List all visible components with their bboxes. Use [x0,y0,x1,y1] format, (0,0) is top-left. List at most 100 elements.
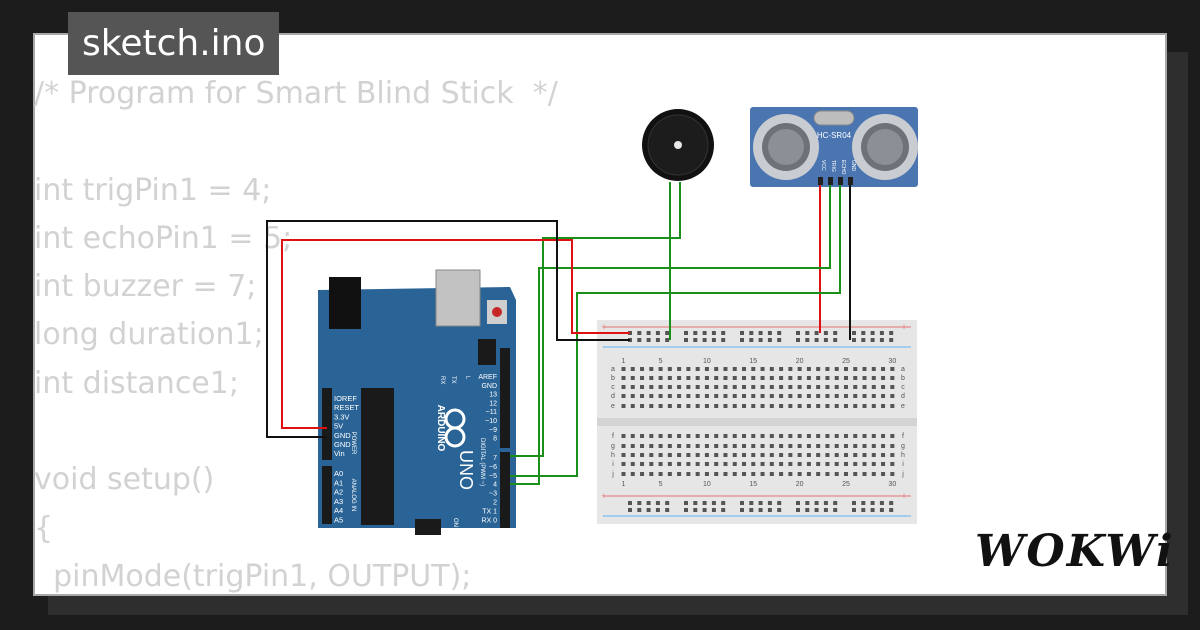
analog-pin-label: A0 [334,469,343,478]
breadboard-row-letter: i [902,461,904,468]
breadboard-row-letter: d [611,393,615,400]
breadboard-row-letter: f [902,433,904,440]
power-pin-label: GND [334,431,351,440]
analog-pin-label: A1 [334,478,343,487]
sensor-pin-label: VCC [820,160,826,171]
sensor-pin [848,177,853,185]
power-header [322,388,332,460]
breadboard-column-number: 5 [659,358,663,365]
arduino-logo-icon [444,408,466,448]
code-line: /* Program for Smart Blind Stick */ [34,76,558,111]
digital-header-bottom [500,452,510,528]
wire-sensor-trig [510,185,831,485]
breadboard-row-letter: g [901,443,905,450]
sensor-pin [818,177,823,185]
code-line: int trigPin1 = 4; [34,172,272,208]
digital-pin-label: 12 [489,400,497,407]
led-label: L [464,376,470,380]
digital-title: DIGITAL (PWM ~) [479,438,485,486]
digital-pin-label: 13 [489,392,497,399]
digital-pin-label: 8 [493,436,497,443]
power-pin-label: 3.3V [334,412,349,421]
buzzer[interactable] [642,109,714,181]
led-label: TX [450,376,456,384]
sensor-pin-label: TRIG [830,160,836,172]
wire-buzzer-signal [510,182,681,457]
breadboard-row-letter: b [901,375,905,382]
power-pin-label: Vin [334,449,345,458]
arduino-brand-label: ARDUINO [435,405,446,452]
breadboard-row-letter: b [611,375,615,382]
digital-pin-label: ~6 [489,464,497,471]
breadboard-row-letter: a [611,366,615,373]
power-pin-label: 5V [334,422,343,431]
analog-pin-label: A5 [334,516,343,525]
breadboard-row-letter: i [612,461,614,468]
digital-pin-label: 2 [493,500,497,507]
code-line: long duration1; [34,317,264,353]
breadboard-row-letter: e [901,403,905,410]
barrel-jack [329,277,361,329]
sensor-model-label: HC-SR04 [817,131,852,140]
sensor-pin-label: ECHO [840,160,846,175]
ultrasonic-sensor[interactable]: HC-SR04 VCC TRIG ECHO GND [750,107,918,187]
rail-minus-label: - [603,511,606,521]
rail-plus-label: + [901,491,906,501]
wire-arduino-5v [281,239,630,429]
arduino-model-label: UNO [456,450,476,490]
digital-pin-label: ~10 [485,418,497,425]
rail-minus-label: - [903,511,906,521]
breadboard-row-letter: c [901,384,905,391]
breadboard-column-number: 30 [888,481,896,488]
breadboard-row-letter: f [612,433,614,440]
power-pin-label: GND [334,440,351,449]
digital-header-top [500,348,510,448]
usb-port [435,269,481,327]
microcontroller-chip [361,388,394,525]
wires [266,182,851,485]
breadboard-row-letter: e [611,403,615,410]
power-title: POWER [350,432,356,455]
breadboard-column-number: 15 [749,358,757,365]
code-line: int buzzer = 7; [34,269,257,305]
breadboard-column-number: 15 [749,481,757,488]
breadboard-row-letter: h [611,452,615,459]
code-line: int distance1; [34,365,239,401]
analog-pin-label: A3 [334,497,343,506]
breadboard-column-number: 10 [703,481,711,488]
code-line: { [34,510,54,546]
digital-pin-label: ~3 [489,491,497,498]
digital-pin-label: ~5 [489,473,497,480]
digital-pin-label: RX 0 [481,517,497,524]
analog-pin-label: A2 [334,488,343,497]
code-line: void setup() [34,462,215,498]
digital-pin-label: GND [481,383,497,390]
breadboard-column-number: 5 [659,481,663,488]
digital-pin-label: 4 [493,482,497,489]
wire-sensor-echo [510,185,841,477]
sensor-pin-label: GND [850,160,856,172]
analog-pin-label: A4 [334,506,343,515]
icsp-header [478,339,496,365]
breadboard-column-number: 25 [842,358,850,365]
breadboard-row-letter: j [611,471,614,478]
file-tab-title[interactable]: sketch.ino [68,12,280,75]
wokwi-logo: WOKWi [975,526,1175,577]
rail-plus-label: + [601,491,606,501]
code-line: int echoPin1 = 5; [34,220,293,256]
breadboard-column-number: 1 [622,358,626,365]
digital-pin-label: AREF [478,374,497,381]
led-label: RX [439,376,445,384]
rail-plus-label: + [601,322,606,332]
breadboard-column-number: 20 [796,481,804,488]
rail-plus-label: + [901,322,906,332]
breadboard-row-letter: c [611,384,615,391]
breadboard-row-letter: j [901,471,904,478]
analog-title: ANALOG IN [350,479,356,512]
breadboard-column-number: 1 [622,481,626,488]
on-led-label: ON [452,518,458,527]
rail-minus-label: - [903,342,906,352]
